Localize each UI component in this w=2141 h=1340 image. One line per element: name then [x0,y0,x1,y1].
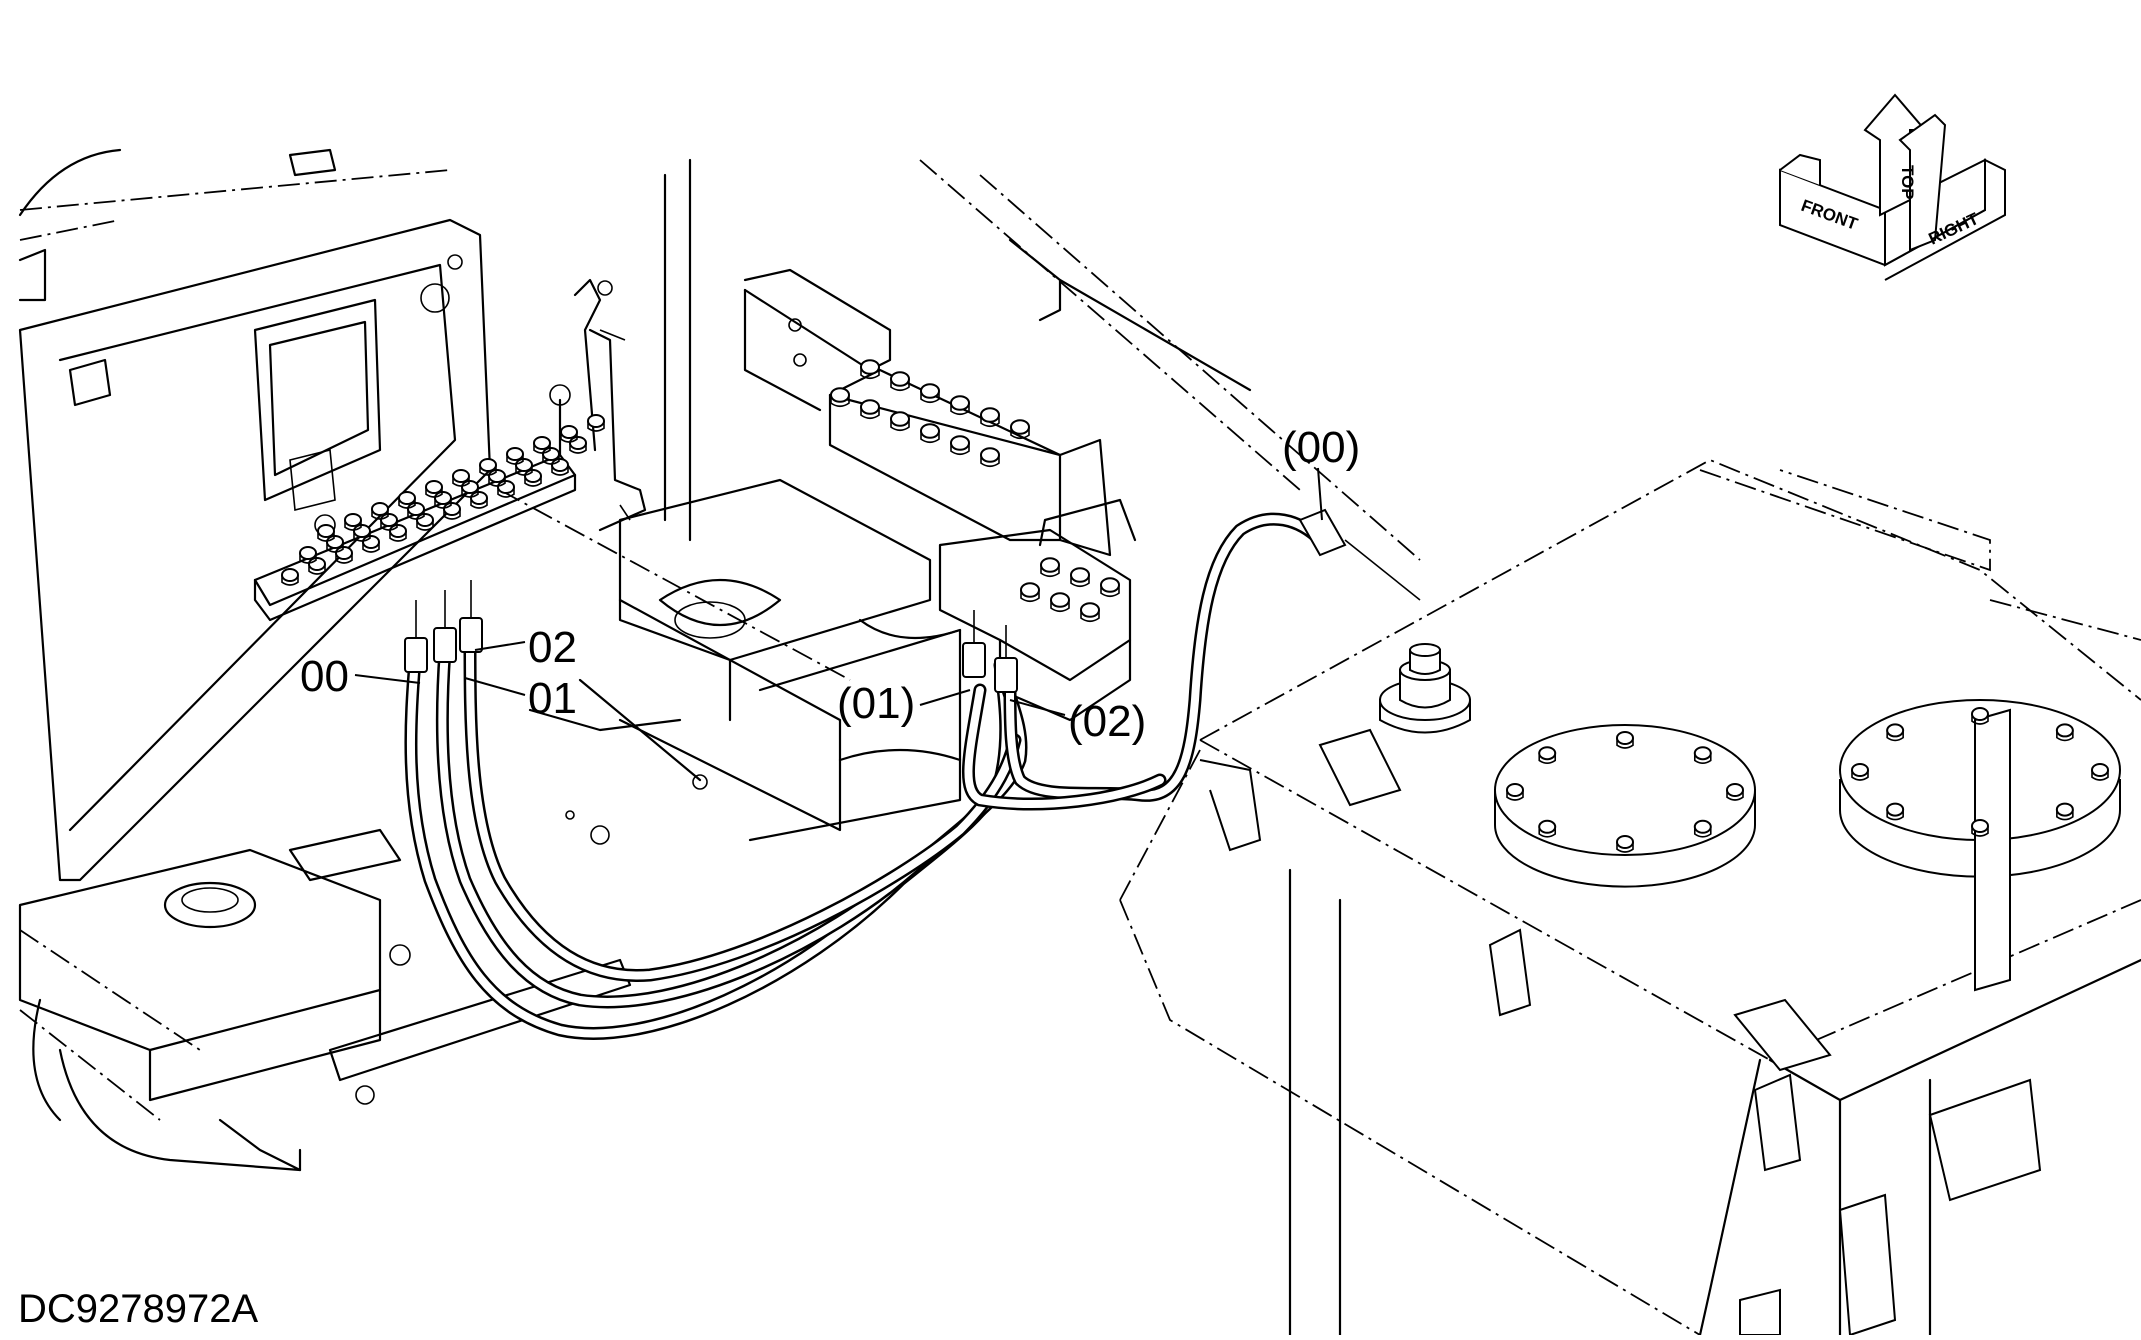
lower-left-deck [18,828,632,1172]
right-valve-lower [938,498,1137,722]
orientation-indicator: FRONT TOP RIGHT [1779,93,2006,281]
callout-02-left: 02 [528,623,577,672]
center-block [499,478,962,845]
tank-cover-bolts [1506,707,2109,853]
left-manifold [253,278,647,622]
callout-00-left: 00 [300,652,349,701]
right-valve-upper [743,268,1112,557]
right-shell [919,159,1421,561]
callout-01-left: 01 [528,674,577,723]
left-manifold-fittings [281,414,605,586]
right-valve-upper-fittings [830,359,1030,468]
callout-00-right: (00) [1282,423,1360,472]
callouts: 00 01 02 (00) (01) (02) [300,423,1360,746]
orientation-top-label: TOP [1898,165,1917,200]
hydraulic-hoses [404,508,1421,1040]
document-id: DC9278972A [18,1287,258,1331]
left-housing [18,148,692,882]
callout-01-right: (01) [837,679,915,728]
hydraulic-tank [1119,459,2141,1337]
callout-02-right: (02) [1068,697,1146,746]
right-valve-lower-fittings [1020,557,1120,623]
